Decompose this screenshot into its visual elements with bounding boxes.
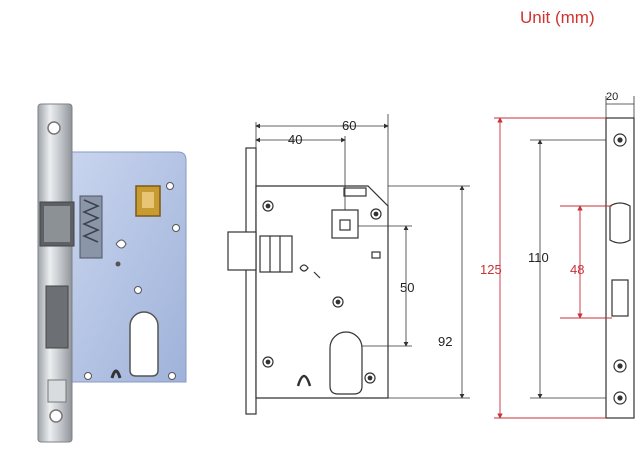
cylinder-hole-photo — [129, 311, 159, 377]
side-view — [530, 96, 635, 419]
faceplate-screw-bottom — [49, 409, 63, 423]
side-latch-opening — [609, 202, 631, 244]
unit-label: Unit (mm) — [520, 8, 595, 27]
dim-48: 48 — [570, 262, 584, 277]
dim-60: 60 — [342, 118, 356, 133]
front-view — [227, 114, 470, 415]
dim-20: 20 — [606, 91, 618, 103]
dim-110: 110 — [528, 250, 549, 265]
dim-40: 40 — [288, 132, 302, 147]
side-faceplate — [605, 117, 635, 419]
dim-92: 92 — [438, 334, 452, 349]
front-latch — [227, 231, 257, 271]
front-cylinder-hole — [329, 331, 363, 395]
faceplate — [37, 103, 73, 443]
dim-50: 50 — [400, 280, 414, 295]
deadbolt-slot — [45, 285, 69, 349]
lower-slot — [47, 379, 67, 403]
side-view-red-dims — [494, 117, 612, 419]
faceplate-screw-top — [47, 121, 61, 135]
lock-photo — [37, 103, 187, 443]
side-deadbolt-opening — [611, 279, 629, 317]
front-body — [255, 185, 389, 399]
front-faceplate — [245, 147, 257, 415]
dim-125: 125 — [480, 262, 502, 277]
